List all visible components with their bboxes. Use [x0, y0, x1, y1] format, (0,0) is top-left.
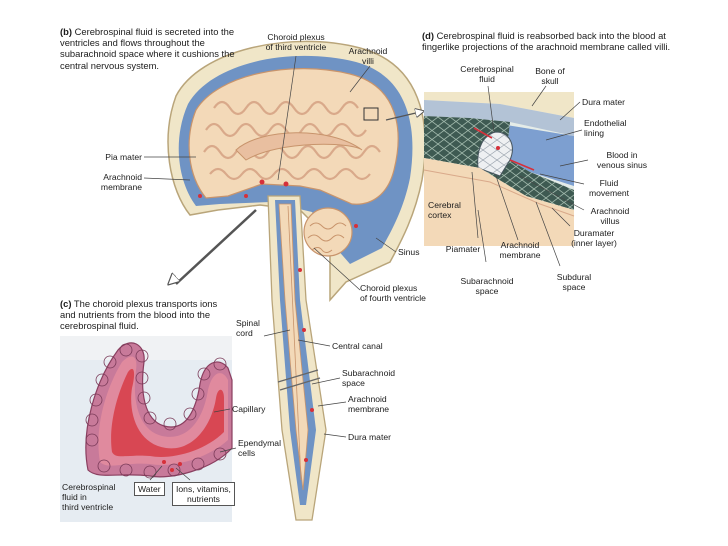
label-spinal-cord: Spinal cord: [236, 318, 260, 338]
label-d-bone: Bone of skull: [535, 66, 565, 86]
label-d-dura: Dura mater: [582, 97, 625, 107]
caption-d: (d) Cerebrospinal fluid is reabsorbed ba…: [422, 30, 671, 53]
label-d-blood: Blood in venous sinus: [596, 150, 648, 170]
label-dura-mater-spine: Dura mater: [348, 432, 391, 442]
capillary: [111, 368, 224, 457]
label-d-subarachnoid: Subarachnoid space: [460, 276, 514, 296]
label-ions-vitamins-nutrients: Ions, vitamins, nutrients: [172, 482, 235, 506]
label-water: Water: [134, 482, 165, 496]
label-d-arachnoid-villus: Arachnoid villus: [590, 206, 630, 226]
label-d-arachnoid-membrane: Arachnoid membrane: [499, 240, 541, 260]
label-pia-mater: Pia mater: [105, 152, 142, 162]
label-central-canal: Central canal: [332, 341, 383, 351]
label-arachnoid-villi: Arachnoid villi: [348, 46, 388, 66]
head-section: [167, 40, 426, 521]
cerebellum: [303, 207, 353, 257]
label-choroid-plexus-fourth: Choroid plexus of fourth ventricle: [360, 283, 426, 303]
caption-b: (b) Cerebrospinal fluid is secreted into…: [60, 26, 235, 71]
inset-arachnoid-villus: [423, 92, 575, 246]
caption-c: (c) The choroid plexus transports ions a…: [60, 298, 218, 332]
label-d-csf: Cerebrospinal fluid: [460, 64, 514, 84]
label-d-endothelial: Endothelial lining: [584, 118, 627, 138]
label-capillary: Capillary: [232, 404, 266, 414]
label-d-subdural: Subdural space: [556, 272, 592, 292]
label-ependymal-cells: Ependymal cells: [238, 438, 281, 458]
label-d-duramater-inner: Duramater (inner layer): [571, 228, 617, 248]
label-csf-third-ventricle: Cerebrospinal fluid in third ventricle: [62, 482, 116, 512]
label-arachnoid-membrane-spine: Arachnoid membrane: [348, 394, 390, 414]
label-d-cerebral-cortex: Cerebral cortex: [428, 200, 461, 220]
label-choroid-plexus-third: Choroid plexus of third ventricle: [265, 32, 327, 52]
label-d-fluid-movement: Fluid movement: [588, 178, 630, 198]
label-subarachnoid-space: Subarachnoid space: [342, 368, 396, 388]
label-arachnoid-membrane: Arachnoid membrane: [100, 172, 142, 192]
label-sinus: Sinus: [398, 247, 420, 257]
label-d-piamater: Piamater: [445, 244, 481, 254]
